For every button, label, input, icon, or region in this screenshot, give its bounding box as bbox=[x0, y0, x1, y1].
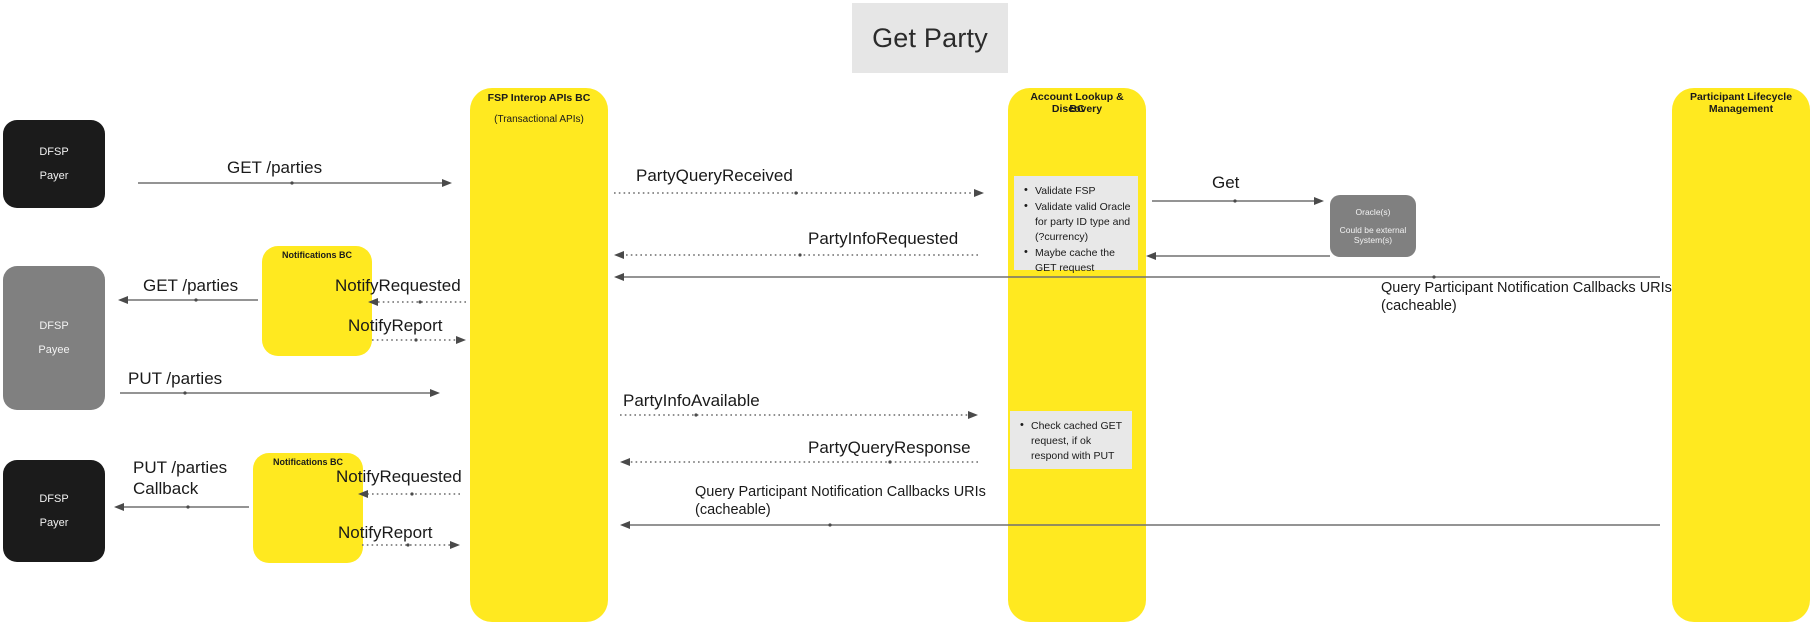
actor-oracle-line2: Could be external bbox=[1339, 225, 1407, 236]
label-query-callbacks-top-line2: (cacheable) bbox=[1381, 298, 1457, 315]
label-query-callbacks-bottom: Query Participant Notification Callbacks… bbox=[695, 483, 995, 519]
note-als-validate: Validate FSP Validate valid Oracle for p… bbox=[1014, 176, 1138, 274]
note-als-cache: Check cached GET request, if ok respond … bbox=[1010, 411, 1132, 469]
arrow-notify-requested-top bbox=[368, 298, 466, 306]
actor-dfsp-payer-bottom: DFSP Payer bbox=[3, 460, 105, 562]
arrow-party-query-received bbox=[614, 189, 984, 197]
lifeline-account-lookup-title-line1: Account Lookup & Discovery bbox=[1030, 91, 1124, 116]
note-als-validate-item-1: Validate valid Oracle for party ID type … bbox=[1024, 199, 1132, 245]
label-query-callbacks-top: Query Participant Notification Callbacks… bbox=[1381, 279, 1681, 315]
lifeline-account-lookup-title-line2: BC bbox=[1069, 103, 1085, 115]
label-notify-report-bottom: NotifyReport bbox=[338, 523, 433, 542]
actor-dfsp-payer-top: DFSP Payer bbox=[3, 120, 105, 208]
arrow-put-parties-payee bbox=[120, 389, 440, 397]
actor-dfsp-payer-bottom-line1: DFSP bbox=[39, 492, 69, 505]
arrow-get-parties-payer bbox=[138, 179, 452, 187]
label-put-parties-callback: PUT /parties Callback bbox=[133, 457, 227, 500]
actor-dfsp-payee-line2: Payee bbox=[38, 343, 70, 356]
label-notify-report-top: NotifyReport bbox=[348, 316, 443, 335]
label-put-parties-callback-line1: PUT /parties bbox=[133, 458, 228, 477]
arrow-notify-requested-bottom bbox=[358, 490, 460, 498]
label-party-info-available: PartyInfoAvailable bbox=[623, 391, 760, 410]
arrow-notify-report-top bbox=[372, 336, 466, 344]
notifications-bc-bottom-label: Notifications BC bbox=[272, 457, 343, 467]
arrow-party-query-response bbox=[620, 458, 978, 466]
label-get-parties-payee: GET /parties bbox=[143, 276, 239, 295]
arrow-get-parties-payee bbox=[118, 296, 258, 304]
arrow-party-info-available bbox=[620, 411, 978, 419]
arrow-query-callbacks-top bbox=[614, 273, 1660, 281]
label-notify-requested-top: NotifyRequested bbox=[335, 276, 461, 295]
actor-dfsp-payer-bottom-line2: Payer bbox=[39, 516, 69, 529]
arrow-party-info-requested bbox=[614, 251, 978, 259]
actor-oracle: Oracle(s) Could be external System(s) bbox=[1330, 195, 1416, 257]
notifications-bc-top-label: Notifications BC bbox=[281, 250, 352, 260]
actor-oracle-line3: System(s) bbox=[1353, 234, 1393, 245]
note-als-validate-item-2: Maybe cache the GET request bbox=[1024, 245, 1132, 276]
actor-dfsp-payee: DFSP Payee bbox=[3, 266, 105, 410]
note-als-validate-item-0: Validate FSP bbox=[1024, 183, 1132, 199]
notifications-bc-top bbox=[262, 246, 372, 356]
lifeline-participant-lifecycle-management bbox=[1672, 88, 1810, 622]
lifeline-participant-lifecycle-title-line1: Participant Lifecycle bbox=[1689, 91, 1793, 103]
label-party-query-received: PartyQueryReceived bbox=[636, 166, 793, 185]
label-get-oracle: Get bbox=[1212, 173, 1240, 192]
label-put-parties-callback-line2: Callback bbox=[133, 479, 199, 499]
arrow-query-callbacks-bottom bbox=[620, 521, 1660, 529]
lifeline-fsp-interop-title: FSP Interop APIs BC bbox=[487, 92, 591, 104]
label-get-parties-payer: GET /parties bbox=[227, 158, 323, 177]
label-notify-requested-bottom: NotifyRequested bbox=[336, 467, 462, 486]
lifeline-fsp-interop-subtitle: (Transactional APIs) bbox=[494, 114, 584, 125]
label-put-parties-payee: PUT /parties bbox=[128, 369, 223, 388]
arrow-put-parties-callback bbox=[114, 503, 249, 511]
label-query-callbacks-bottom-line1: Query Participant Notification Callbacks… bbox=[695, 484, 986, 500]
diagram-title: Get Party bbox=[852, 3, 1008, 73]
note-als-cache-item-0: Check cached GET request, if ok respond … bbox=[1020, 418, 1126, 464]
label-query-callbacks-bottom-line2: (cacheable) bbox=[695, 502, 771, 519]
arrow-notify-report-bottom bbox=[362, 541, 460, 549]
notifications-bc-bottom bbox=[253, 453, 363, 563]
label-party-info-requested: PartyInfoRequested bbox=[808, 229, 959, 248]
actor-dfsp-payer-top-line1: DFSP bbox=[39, 145, 69, 158]
actor-dfsp-payee-line1: DFSP bbox=[39, 319, 69, 332]
lifeline-participant-lifecycle-title-line2: Management bbox=[1708, 103, 1774, 115]
arrow-get-oracle bbox=[1152, 197, 1324, 205]
arrow-oracle-response bbox=[1146, 252, 1330, 260]
lifeline-fsp-interop-apis-bc bbox=[470, 88, 608, 622]
actor-oracle-line1: Oracle(s) bbox=[1355, 206, 1391, 217]
label-party-query-response: PartyQueryResponse bbox=[808, 438, 971, 457]
actor-dfsp-payer-top-line2: Payer bbox=[39, 169, 69, 182]
label-query-callbacks-top-line1: Query Participant Notification Callbacks… bbox=[1381, 280, 1672, 296]
